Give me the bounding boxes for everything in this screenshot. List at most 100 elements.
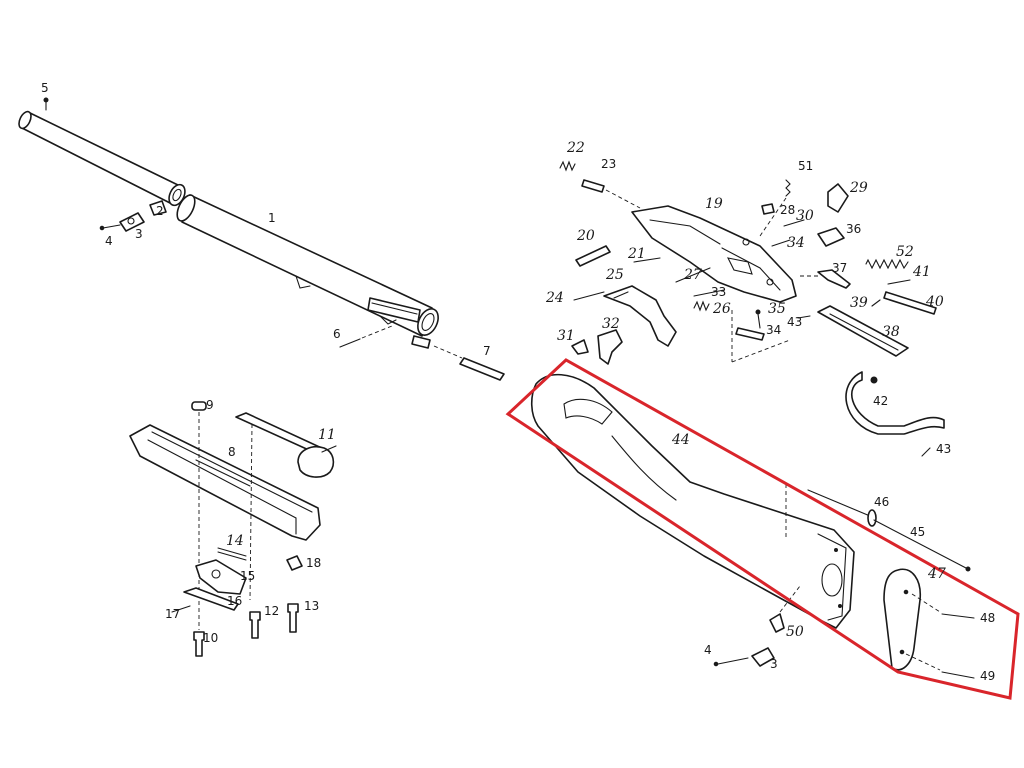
label-18: 18 [306,556,321,570]
label-49: 49 [980,669,995,683]
part-5-front-barrel [18,97,186,207]
label-8: 8 [228,445,236,459]
label-26: 26 [712,301,731,317]
part-36-block [817,227,845,247]
label-51: 51 [798,159,813,173]
part-11-latch [235,412,337,601]
label-19: 19 [705,196,723,212]
part-37-lever [800,269,851,289]
part-34b-pin [735,327,765,341]
part-10-screw [193,631,205,657]
part-45-rod [873,519,971,572]
label-24: 24 [545,290,564,306]
part-41-pin [887,279,911,285]
part-22-spring [559,160,576,172]
label-1: 1 [268,211,276,225]
label-34b: 34 [766,323,781,337]
label-25: 25 [605,267,624,283]
part-3-block [119,212,145,232]
label-5: 5 [41,81,49,95]
part-9-nut [191,401,207,630]
part-14-pin [217,547,247,561]
part-12-screw [249,611,261,639]
part-40-rod [883,291,937,315]
label-30: 30 [796,208,814,224]
label-4: 4 [105,234,113,248]
label-12: 12 [264,604,279,618]
label-4b: 4 [704,643,712,657]
part-28-screw [761,203,775,215]
label-33: 33 [711,285,726,299]
part-8-forend [129,424,321,541]
label-45: 45 [910,525,925,539]
label-2: 2 [156,204,164,218]
label-10: 10 [203,631,218,645]
part-19-receiver [631,205,797,303]
forend-assembly [129,401,337,657]
part-51-spring [759,179,791,237]
part-21-pin [633,257,661,263]
action-assembly [559,160,945,457]
label-50: 50 [786,624,804,640]
label-22: 22 [566,140,585,156]
label-3: 3 [135,227,143,241]
stock-assembly [530,373,975,679]
part-32-trigger [597,329,623,365]
part-3b-block [751,647,775,667]
label-29: 29 [849,180,868,196]
part-44-stock [530,373,855,629]
part-43-screw-lower [921,447,931,457]
label-23: 23 [601,157,616,171]
part-23-pin [581,179,641,209]
part-16-lever [183,587,239,611]
label-52: 52 [896,244,914,260]
label-44: 44 [671,432,690,448]
label-43b: 43 [936,442,951,456]
label-9: 9 [206,398,214,412]
part-4b-screw [713,657,749,667]
label-40: 40 [925,294,944,310]
part-2-lug [149,200,167,216]
part-49-screw [905,653,975,679]
part-15-bracket [195,559,247,595]
label-43: 43 [787,315,802,329]
label-11: 11 [318,427,336,443]
part-25-hammer [603,285,677,347]
part-43-pin-upper [797,315,811,319]
label-35: 35 [768,301,786,317]
label-47: 47 [927,566,946,582]
label-17: 17 [165,607,180,621]
part-30-pin [783,219,805,227]
part-6-pin [339,325,393,348]
label-16: 16 [227,594,242,608]
part-48-screw [911,593,975,619]
label-28: 28 [780,203,795,217]
part-38-plate [817,305,909,357]
label-38: 38 [882,324,900,340]
part-17-pin [171,605,191,613]
highlight-outline-stock [505,358,1020,700]
part-31-sear [571,339,589,355]
label-20: 20 [576,228,595,244]
label-21: 21 [627,246,646,262]
label-6: 6 [333,327,341,341]
part-52-spring [865,258,909,270]
part-46-tube [807,489,877,527]
label-7: 7 [483,344,491,358]
part-1-main-barrel [176,194,439,349]
label-14: 14 [226,533,244,549]
label-27: 27 [683,267,702,283]
part-26-spring [693,300,710,312]
label-3b: 3 [770,657,778,671]
part-34-pin [771,239,791,247]
label-46: 46 [874,495,889,509]
label-13: 13 [304,599,319,613]
label-42: 42 [873,394,888,408]
label-37: 37 [832,261,847,275]
part-29-trigger [827,183,849,213]
part-42-trigger-guard [845,371,945,435]
label-36: 36 [846,222,861,236]
part-4-screw [99,224,121,231]
part-47-buttplate [883,568,922,671]
